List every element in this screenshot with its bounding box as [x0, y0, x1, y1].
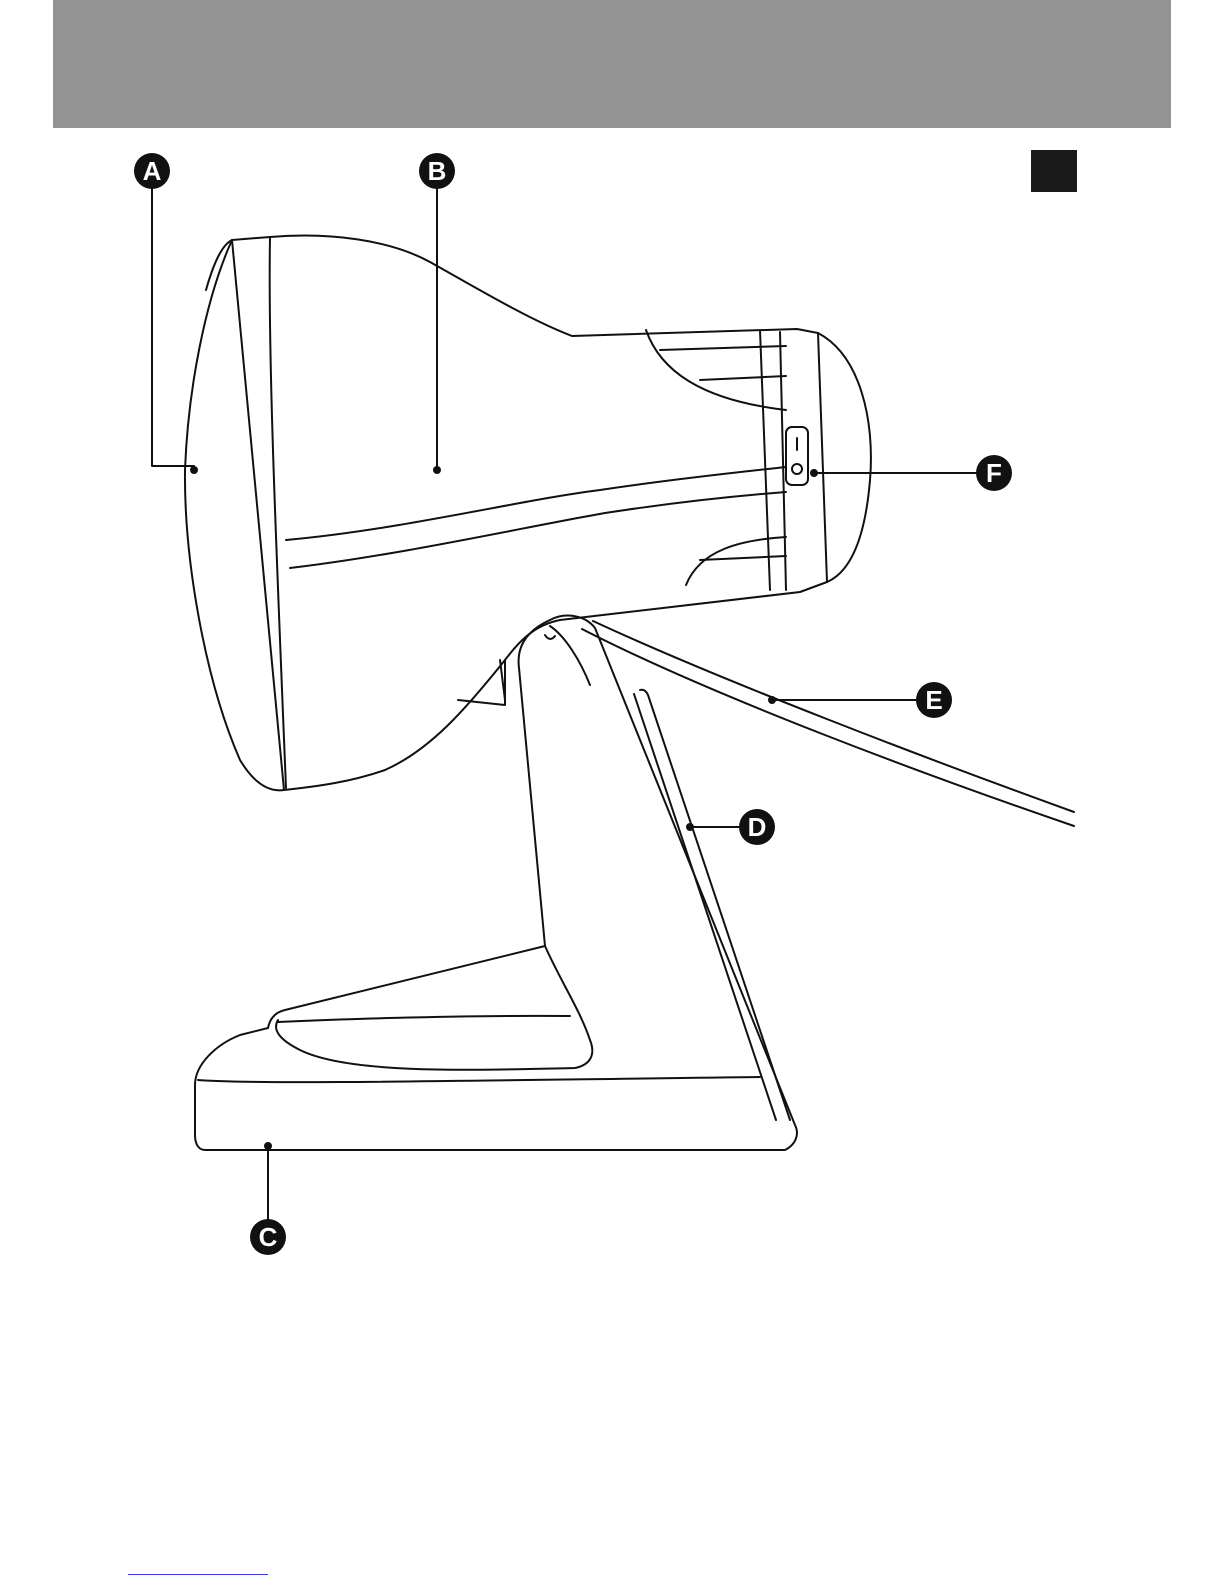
svg-text:D: D [748, 812, 767, 842]
callout-b: B [419, 153, 455, 189]
svg-text:C: C [259, 1222, 278, 1252]
callout-d: D [739, 809, 775, 845]
callout-a: A [134, 153, 170, 189]
power-cord [582, 621, 1074, 826]
svg-text:B: B [428, 156, 447, 186]
callout-e: E [916, 682, 952, 718]
callout-c: C [250, 1219, 286, 1255]
svg-text:A: A [143, 156, 162, 186]
anchor-dots [190, 466, 818, 1150]
power-switch [786, 427, 808, 485]
callout-f: F [976, 455, 1012, 491]
lamp-head [232, 236, 827, 790]
svg-text:F: F [986, 458, 1002, 488]
svg-text:E: E [925, 685, 942, 715]
stand [195, 616, 797, 1150]
